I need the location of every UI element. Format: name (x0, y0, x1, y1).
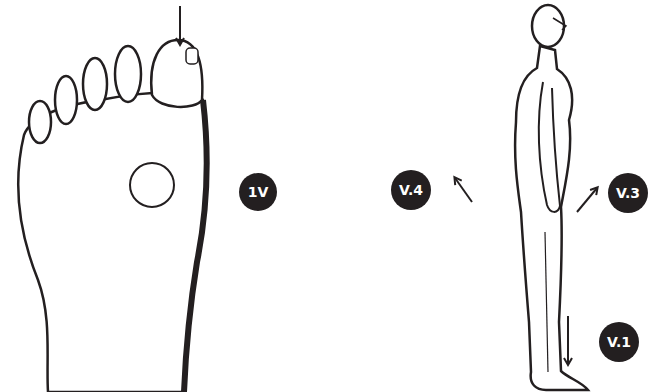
direction-arrow (577, 188, 597, 212)
direction-arrow (455, 178, 472, 202)
callout-number: V.3 (608, 173, 648, 213)
foot-sole (18, 40, 207, 392)
callout-number: V.1 (599, 322, 639, 362)
callout-number: V.4 (391, 170, 431, 210)
standing-man (515, 5, 588, 390)
callout-number: 1V (239, 173, 277, 211)
direction-arrow (567, 316, 569, 364)
pressure-arrow (179, 6, 181, 44)
